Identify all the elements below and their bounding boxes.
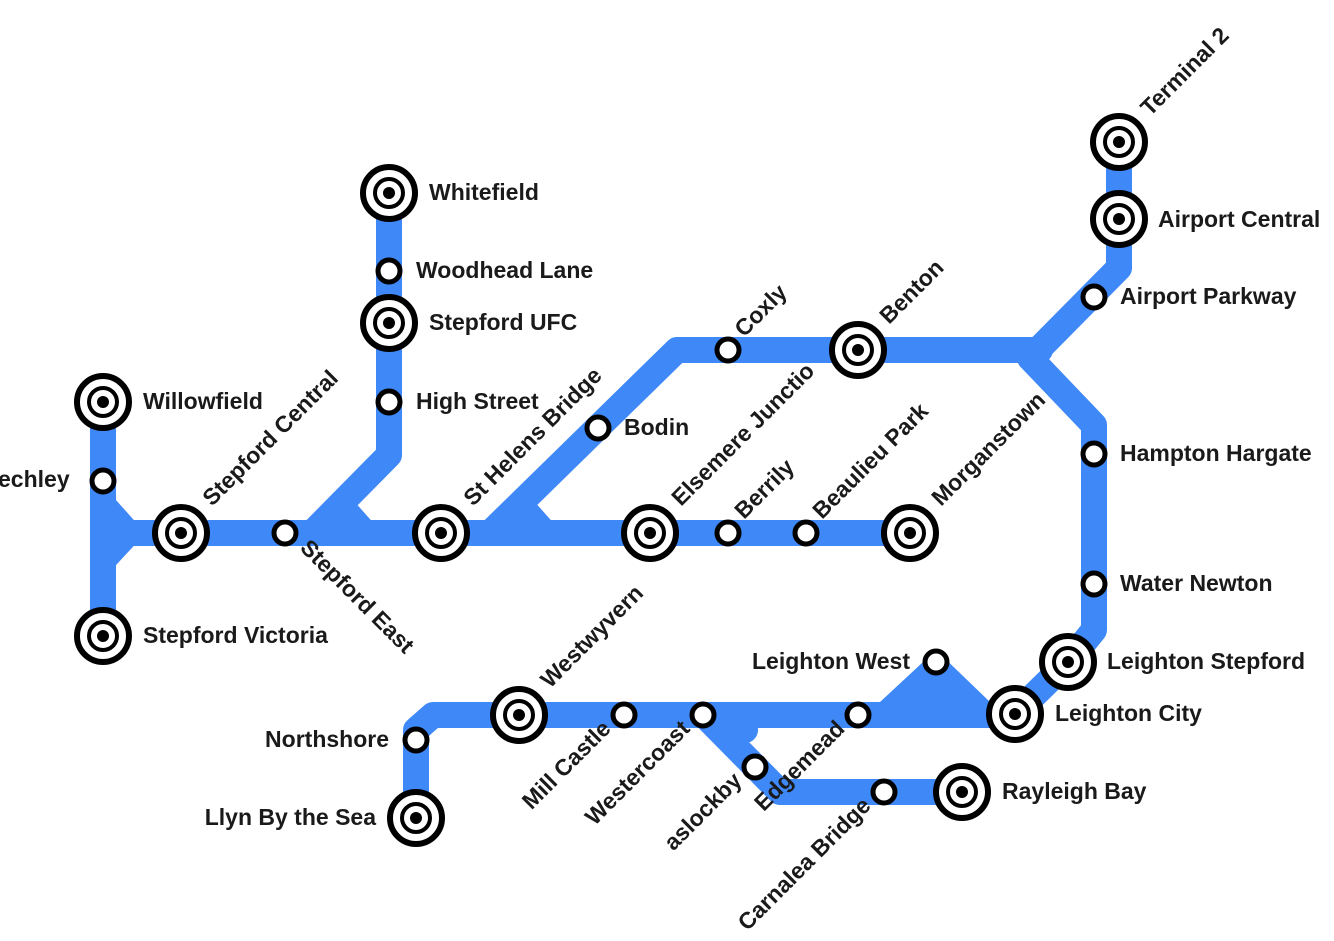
track-lines xyxy=(90,129,1132,831)
station-rayleigh-bay[interactable] xyxy=(933,763,991,821)
station-stepford-ufc[interactable] xyxy=(360,294,418,352)
station-airport-parkway[interactable] xyxy=(1080,283,1108,311)
label-water-newton: Water Newton xyxy=(1120,570,1273,596)
station-westwyvern[interactable] xyxy=(490,686,548,744)
station-stepford-central[interactable] xyxy=(152,504,210,562)
station-st-helens-bridge[interactable] xyxy=(412,504,470,562)
label-northshore: Northshore xyxy=(265,726,389,752)
station-northshore[interactable] xyxy=(402,726,430,754)
station-mill-castle[interactable] xyxy=(610,701,638,729)
track-westercoast-junction xyxy=(722,702,758,743)
station-morganstown[interactable] xyxy=(881,504,939,562)
track-rayleigh-spur xyxy=(691,702,975,805)
station-whitefield[interactable] xyxy=(360,164,418,222)
label-stepford-central: Stepford Central xyxy=(197,365,343,511)
station-stepford-east[interactable] xyxy=(271,519,299,547)
label-rayleigh-bay: Rayleigh Bay xyxy=(1002,778,1147,804)
label-stepford-victoria: Stepford Victoria xyxy=(143,622,328,648)
station-stepford-victoria[interactable] xyxy=(74,607,132,665)
station-leighton-west[interactable] xyxy=(922,648,950,676)
track-bodin-junction xyxy=(507,492,558,546)
label-airport-central: Airport Central xyxy=(1158,206,1320,232)
label-airport-parkway: Airport Parkway xyxy=(1120,283,1297,309)
label-stepford-ufc: Stepford UFC xyxy=(429,309,577,335)
track-whitefield-branch xyxy=(302,180,402,543)
label-high-street: High Street xyxy=(416,388,539,414)
station-willowfield[interactable] xyxy=(74,373,132,431)
station-edgemead[interactable] xyxy=(844,701,872,729)
label-hampton-hargate: Hampton Hargate xyxy=(1120,440,1312,466)
station-coxly[interactable] xyxy=(714,336,742,364)
label-berrily: Berrily xyxy=(729,453,799,523)
station-hampton-hargate[interactable] xyxy=(1080,440,1108,468)
label-carnalea-bridge: Carnalea Bridge xyxy=(732,792,875,935)
label-coxly: Coxly xyxy=(729,279,792,342)
regular-stations xyxy=(89,257,1108,806)
label-leighton-stepford: Leighton Stepford xyxy=(1107,648,1305,674)
station-bodin[interactable] xyxy=(584,414,612,442)
station-benton[interactable] xyxy=(829,321,887,379)
label-faraday: aslockby xyxy=(659,767,747,855)
station-leighton-stepford[interactable] xyxy=(1039,633,1097,691)
label-westwyvern: Westwyvern xyxy=(535,580,648,693)
station-terminal-2[interactable] xyxy=(1090,113,1148,171)
label-terminal-2: Terminal 2 xyxy=(1135,22,1234,121)
label-woodhead-lane: Woodhead Lane xyxy=(416,257,593,283)
station-carnalea-bridge[interactable] xyxy=(870,778,898,806)
station-airport-central[interactable] xyxy=(1090,190,1148,248)
station-llyn-by-the-sea[interactable] xyxy=(387,789,445,847)
station-woodhead-lane[interactable] xyxy=(375,257,403,285)
label-leighton-west: Leighton West xyxy=(752,648,910,674)
label-llyn-by-the-sea: Llyn By the Sea xyxy=(205,804,376,830)
station-high-street[interactable] xyxy=(375,388,403,416)
station-water-newton[interactable] xyxy=(1080,570,1108,598)
track-leighton-triangle xyxy=(870,650,1015,728)
station-westercoast[interactable] xyxy=(689,701,717,729)
track-airport-branch xyxy=(1017,129,1132,371)
label-benton: Benton xyxy=(874,254,948,328)
label-bletchley: echley xyxy=(0,466,70,492)
label-bodin: Bodin xyxy=(624,414,689,440)
interchange-stations xyxy=(74,113,1148,847)
label-willowfield: Willowfield xyxy=(143,388,263,414)
label-morganstown: Morganstown xyxy=(926,386,1050,510)
station-faraday[interactable] xyxy=(741,753,769,781)
label-leighton-city: Leighton City xyxy=(1055,700,1202,726)
track-whitefield-junction xyxy=(327,492,378,546)
station-leighton-city[interactable] xyxy=(986,685,1044,743)
station-berrily[interactable] xyxy=(714,519,742,547)
label-whitefield: Whitefield xyxy=(429,179,539,205)
station-bletchley[interactable] xyxy=(89,467,117,495)
track-upper-route xyxy=(477,337,1053,546)
station-elsemere-junction[interactable] xyxy=(621,504,679,562)
station-beaulieu-park[interactable] xyxy=(792,519,820,547)
